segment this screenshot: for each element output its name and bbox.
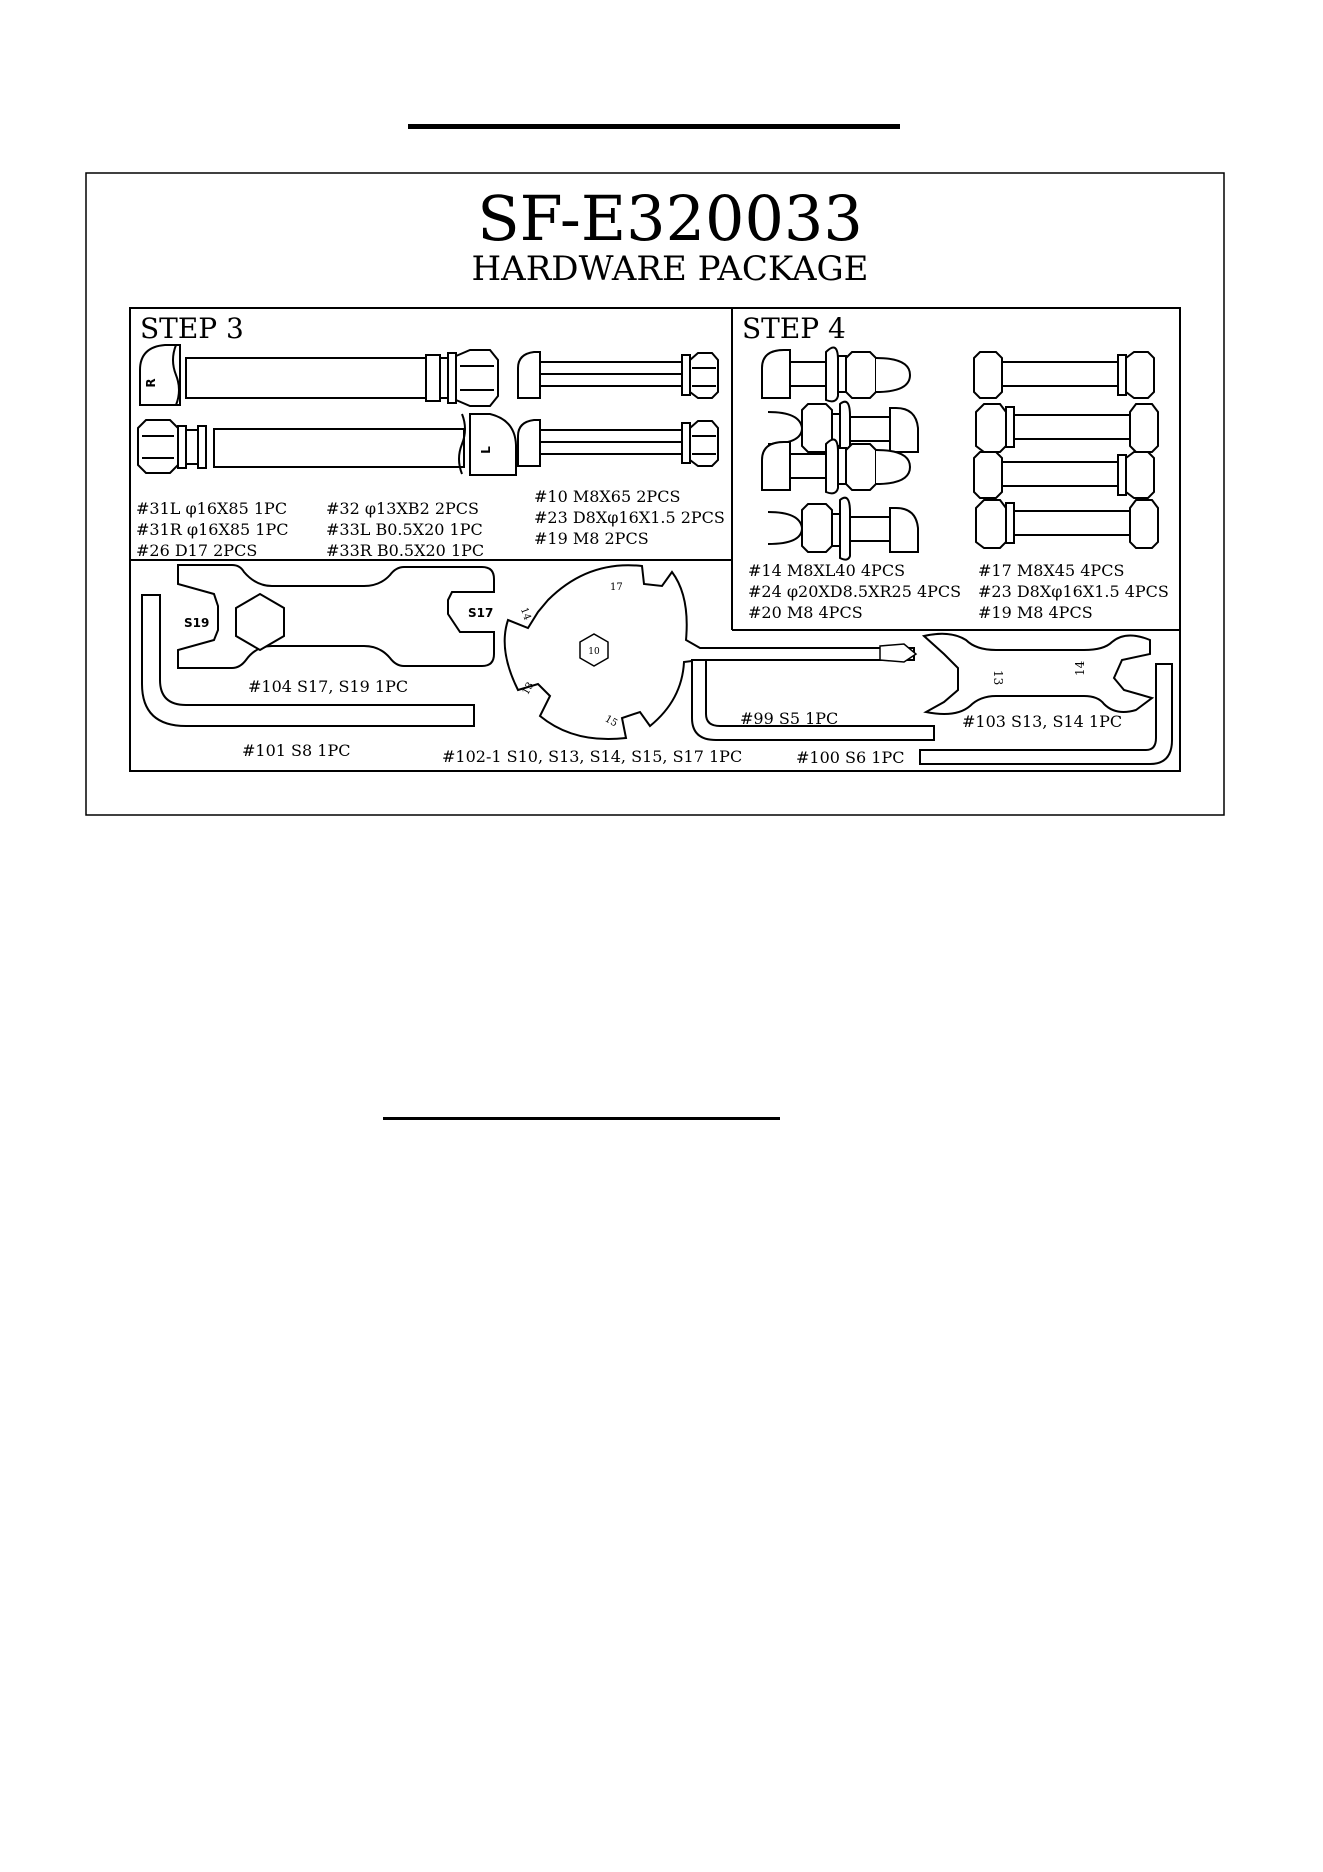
middle-rule <box>383 1117 780 1120</box>
step4-part-23: #23 D8Xφ16X1.5 4PCS <box>978 582 1169 601</box>
wrench-104-left-mark: S19 <box>184 616 209 630</box>
bolt-l-mark: L <box>479 446 493 454</box>
multi-tool-102-mark-17: 17 <box>610 582 623 593</box>
wrench-104-label: #104 S17, S19 1PC <box>248 677 408 696</box>
bolt-14-set <box>761 346 919 561</box>
hex-key-100-label: #100 S6 1PC <box>796 748 904 767</box>
bolt-17-set <box>973 351 1159 549</box>
step3-part-10: #10 M8X65 2PCS <box>534 487 680 506</box>
multi-tool-102 <box>503 564 915 741</box>
step3-title: STEP 3 <box>140 312 244 345</box>
package-subtitle: HARDWARE PACKAGE <box>472 249 869 289</box>
hex-key-100 <box>919 663 1173 765</box>
step3-part-32: #32 φ13XB2 2PCS <box>326 499 479 518</box>
bolt-31r <box>139 344 499 407</box>
model-title: SF-E320033 <box>477 182 863 255</box>
step3-part-26: #26 D17 2PCS <box>136 541 257 560</box>
bolt-31l <box>137 413 517 476</box>
step4-part-19: #19 M8 4PCS <box>978 603 1093 622</box>
wrench-103-label: #103 S13, S14 1PC <box>962 712 1122 731</box>
wrench-104 <box>177 564 495 669</box>
multi-tool-102-tip <box>879 643 918 663</box>
step3-part-33r: #33R B0.5X20 1PC <box>326 541 484 560</box>
multi-tool-102-mark-10: 10 <box>588 647 600 657</box>
wrench-103-mark-13: 13 <box>991 670 1005 685</box>
inner-frame <box>129 307 1181 772</box>
step3-part-23: #23 D8Xφ16X1.5 2PCS <box>534 508 725 527</box>
step3-part-31l: #31L φ16X85 1PC <box>136 499 287 518</box>
multi-tool-102-center-hex <box>579 633 609 667</box>
multi-tool-102-label: #102-1 S10, S13, S14, S15, S17 1PC <box>442 747 742 766</box>
wrench-104-right-mark: S17 <box>468 606 493 620</box>
step3-part-33l: #33L B0.5X20 1PC <box>326 520 483 539</box>
multi-tool-102-mark-14: 14 <box>518 606 533 622</box>
hex-key-99 <box>691 659 935 741</box>
step3-part-19: #19 M8 2PCS <box>534 529 649 548</box>
step4-part-24: #24 φ20XD8.5XR25 4PCS <box>748 582 961 601</box>
step4-part-20: #20 M8 4PCS <box>748 603 863 622</box>
wrench-103 <box>921 632 1155 715</box>
hex-key-101-label: #101 S8 1PC <box>242 741 350 760</box>
hex-key-99-label: #99 S5 1PC <box>740 709 838 728</box>
bolt-10-pair <box>517 351 719 467</box>
outer-frame <box>85 172 1225 816</box>
wrench-103-mark-14: 14 <box>1073 660 1087 676</box>
bolt-r-mark: R <box>144 378 158 387</box>
hex-key-101 <box>141 594 475 727</box>
wrench-104-hex-hole <box>235 592 285 652</box>
top-rule <box>408 124 900 129</box>
step3-part-31r: #31R φ16X85 1PC <box>136 520 288 539</box>
step4-title: STEP 4 <box>742 312 846 345</box>
step4-part-17: #17 M8X45 4PCS <box>978 561 1124 580</box>
step4-part-14: #14 M8XL40 4PCS <box>748 561 905 580</box>
